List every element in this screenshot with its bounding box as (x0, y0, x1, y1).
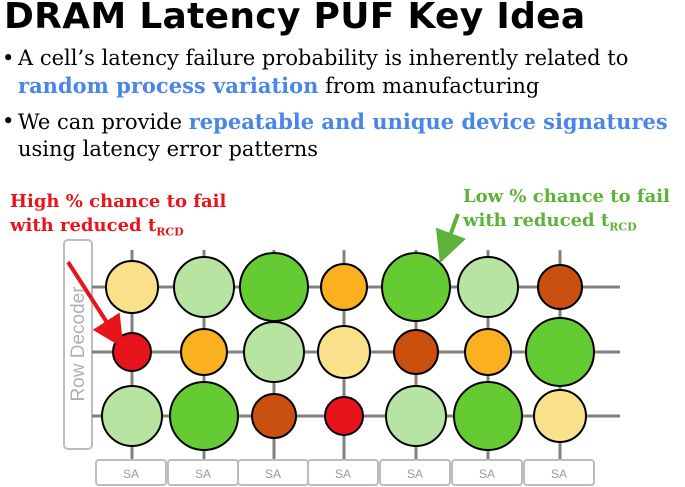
sense-amp-box (95, 459, 167, 486)
dram-cell (180, 328, 228, 376)
dram-cell (317, 325, 371, 379)
high-fail-line2: with reduced t (10, 215, 157, 236)
dram-cell (324, 396, 364, 436)
dram-cell (385, 385, 447, 447)
sense-amp-label: SA (195, 467, 211, 481)
row-decoder: Row Decoder (63, 239, 93, 450)
high-fail-arrow (66, 260, 124, 349)
sense-amp-label: SA (551, 467, 567, 481)
low-fail-line2: with reduced t (463, 210, 610, 231)
sense-amp-label: SA (407, 467, 423, 481)
sense-amplifiers: SA SA SA SA SA SA SA (95, 459, 595, 486)
dram-cell (101, 385, 163, 447)
slide-title: DRAM Latency PUF Key Idea (4, 0, 586, 37)
sense-amp-box (379, 459, 451, 486)
bullet-2-emphasis: repeatable and unique device signatures (188, 109, 668, 134)
dram-cell (251, 393, 297, 439)
row-decoder-label: Row Decoder (68, 286, 89, 402)
sense-amp-box (523, 459, 595, 486)
bullet-2-pre: We can provide (18, 110, 189, 134)
sense-amp: SA (237, 459, 309, 486)
bullet-1: • A cell’s latency failure probability i… (2, 46, 629, 98)
bullet-1-post: from manufacturing (318, 74, 540, 98)
sense-amp-label: SA (479, 467, 495, 481)
dram-cell (243, 321, 305, 383)
dram-cell (239, 252, 309, 322)
dram-cell (464, 328, 512, 376)
sense-amp: SA (379, 459, 451, 486)
high-fail-line1: High % chance to fail (10, 191, 227, 212)
sense-amp-label: SA (123, 467, 139, 481)
bullet-list: • A cell’s latency failure probability i… (0, 45, 685, 171)
low-fail-line1: Low % chance to fail (463, 186, 670, 207)
sense-amp: SA (95, 459, 167, 486)
row-decoder-box (63, 239, 93, 450)
high-fail-callout: High % chance to fail with reduced tRCD (10, 190, 226, 245)
sense-amp-box (451, 459, 523, 486)
low-fail-sub: RCD (609, 220, 637, 234)
bullet-1-pre: A cell’s latency failure probability is … (18, 46, 629, 70)
dram-cell (105, 260, 159, 314)
cell-array (101, 252, 595, 451)
sense-amp: SA (307, 459, 379, 486)
dram-cell (169, 381, 239, 451)
sense-amp-label: SA (335, 467, 351, 481)
dram-cell (533, 389, 587, 443)
bullet-2: • We can provide repeatable and unique d… (2, 109, 668, 161)
sense-amp-box (307, 459, 379, 486)
dram-cell (320, 263, 368, 311)
dram-cell (381, 252, 451, 322)
dram-cell (457, 256, 519, 318)
low-fail-callout: Low % chance to fail with reduced tRCD (463, 185, 670, 240)
sense-amp: SA (167, 459, 239, 486)
high-fail-sub: RCD (156, 225, 184, 239)
sense-amp: SA (523, 459, 595, 486)
dram-cell (173, 256, 235, 318)
dram-cell (453, 381, 523, 451)
sense-amp-label: SA (265, 467, 281, 481)
bullet-2-post: using latency error patterns (18, 137, 319, 161)
dram-cell (112, 332, 152, 372)
dram-cell (525, 317, 595, 387)
low-fail-arrow (435, 213, 466, 264)
sense-amp: SA (451, 459, 523, 486)
bullet-1-emphasis: random process variation (18, 73, 319, 98)
dram-cell (393, 329, 439, 375)
dram-cell (537, 264, 583, 310)
